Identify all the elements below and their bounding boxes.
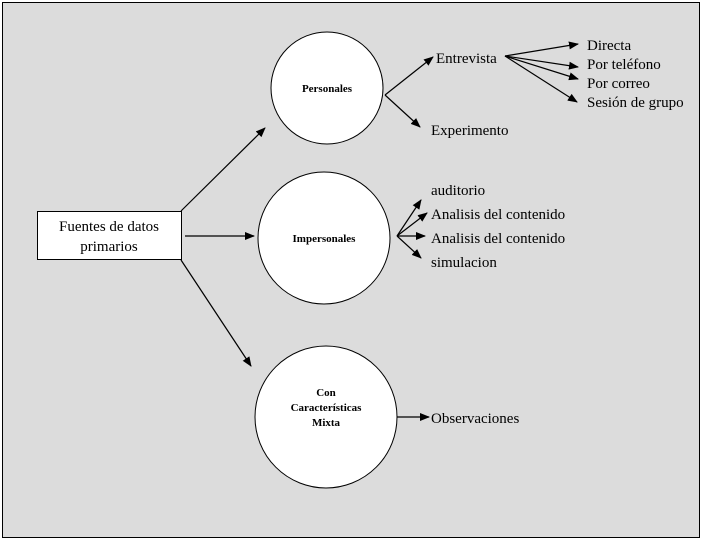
arrow-auditorio [396,199,422,237]
experimento-label: Experimento [431,123,508,139]
arrow-simulacion [396,235,422,259]
root-label-line2: primarios [80,239,138,255]
arrow-telefono [504,55,579,70]
arrow-root-personales [180,127,266,212]
correo-label: Por correo [587,76,650,92]
analisis-label-1: Analisis del contenido [431,207,565,223]
impersonales-label: Impersonales [293,233,357,245]
mixta-label-line2: Características [291,402,363,414]
root-label-line1: Fuentes de datos [59,219,159,235]
entrevista-label: Entrevista [436,51,497,67]
impersonales-node: Impersonales [257,171,391,305]
mixta-node: Con Características Mixta [254,345,398,489]
observaciones-label: Observaciones [431,411,519,427]
root-node: Fuentes de datos primarios [37,211,182,260]
arrow-correo [504,55,579,81]
personales-label: Personales [302,83,353,95]
simulacion-label: simulacion [431,255,497,271]
arrow-sesion [504,55,578,103]
telefono-label: Por teléfono [587,57,661,73]
directa-label: Directa [587,38,631,54]
arrow-directa [504,41,579,57]
sesion-label: Sesión de grupo [587,95,684,111]
arrow-analisis-1 [396,212,428,237]
arrow-root-mixta [180,259,252,367]
analisis-label-2: Analisis del contenido [431,231,565,247]
personales-node: Personales [270,31,384,145]
mixta-label-line3: Mixta [312,417,341,429]
auditorio-label: auditorio [431,183,485,199]
mixta-label-line1: Con [316,387,336,399]
arrow-experimento [384,94,421,128]
arrow-entrevista [384,56,434,96]
